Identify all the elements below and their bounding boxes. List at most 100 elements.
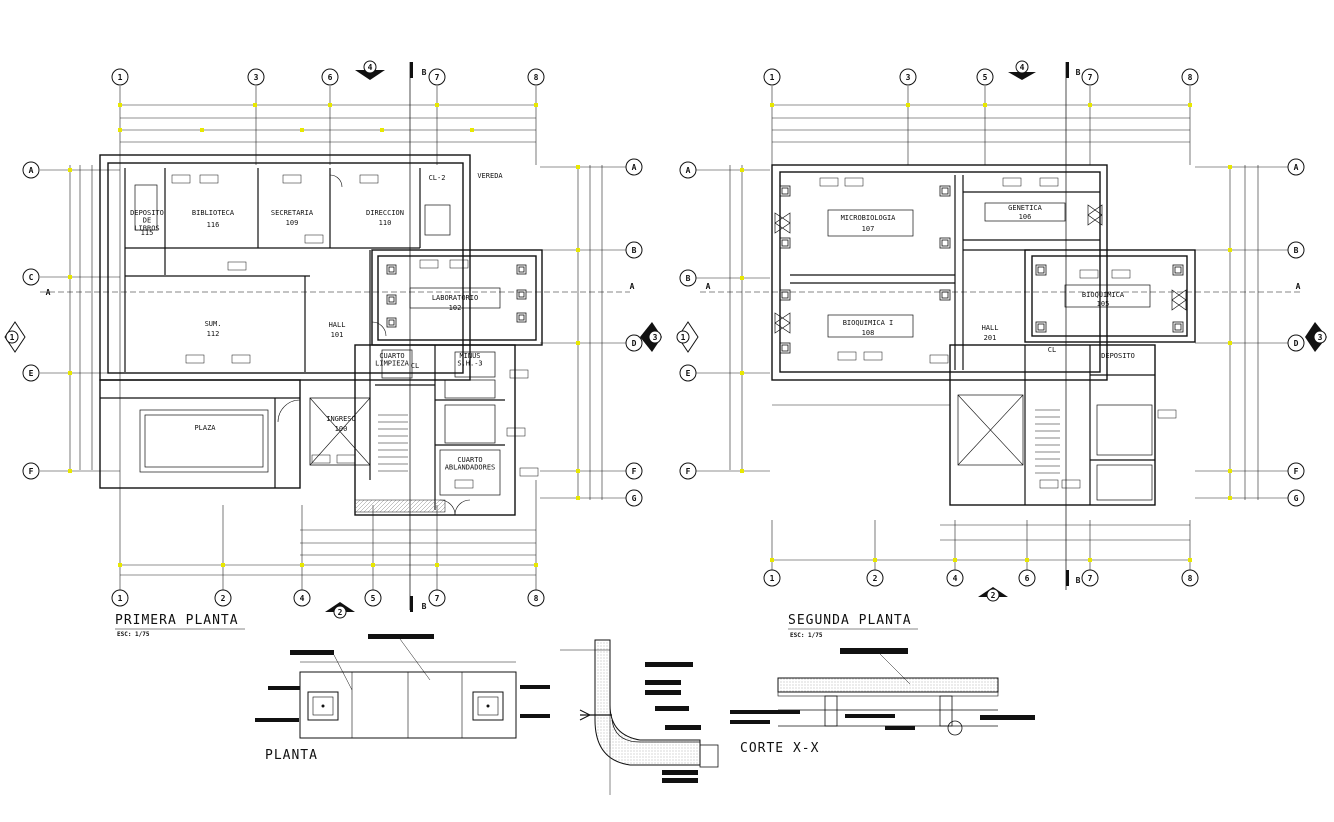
axis-label: 2 <box>221 594 226 603</box>
section-label: 1 <box>10 333 15 342</box>
plan-titles: PRIMERA PLANTA ESC: 1/75 SEGUNDA PLANTA … <box>115 613 918 639</box>
axis-label: 8 <box>1188 574 1193 583</box>
room-label: CL-2 <box>429 174 446 182</box>
room-number: 100 <box>335 425 348 433</box>
room-label: SECRETARIA <box>271 209 314 217</box>
axis-label: 3 <box>906 73 911 82</box>
axis-label: 3 <box>254 73 259 82</box>
detail-corte: CORTE X-X <box>730 648 1035 756</box>
axis-label: E <box>29 369 34 378</box>
axis-label: B <box>632 246 637 255</box>
corte-label: CORTE X-X <box>740 741 819 756</box>
second-floor-title: SEGUNDA PLANTA <box>788 613 912 628</box>
first-floor-scale: ESC: 1/75 <box>117 631 150 638</box>
section-label: 4 <box>368 63 373 72</box>
room-label: HALL <box>982 324 999 332</box>
axis-label: A <box>632 163 637 172</box>
axis-label: C <box>29 273 34 282</box>
room-number: 109 <box>286 219 299 227</box>
axis-label: 5 <box>371 594 376 603</box>
axis-label: 7 <box>1088 574 1093 583</box>
section-label: B <box>1076 576 1081 585</box>
axis-label: G <box>1294 494 1299 503</box>
axis-label: A <box>1294 163 1299 172</box>
axis-label: 1 <box>770 73 775 82</box>
axis-label: D <box>1294 339 1299 348</box>
room-label: INGRESO <box>326 415 356 423</box>
section-label: A <box>46 288 51 297</box>
first-floor-plan <box>40 62 630 610</box>
section-label: B <box>1076 68 1081 77</box>
axis-label: 1 <box>770 574 775 583</box>
axis-label: 7 <box>435 73 440 82</box>
section-label: 3 <box>653 333 658 342</box>
axis-label: A <box>686 166 691 175</box>
room-label: CL <box>411 362 419 370</box>
room-number: 101 <box>331 331 344 339</box>
room-label: HALL <box>329 321 346 329</box>
room-label: BIBLIOTECA <box>192 209 235 217</box>
section-label: 2 <box>991 591 996 600</box>
detail-wall-section <box>560 639 719 795</box>
room-number: 115 <box>141 229 154 237</box>
axis-label: 8 <box>534 594 539 603</box>
section-label: 3 <box>1318 333 1323 342</box>
section-label: A <box>1296 282 1301 291</box>
first-floor-title: PRIMERA PLANTA <box>115 613 239 628</box>
axis-label: 6 <box>1025 574 1030 583</box>
axis-label: B <box>686 274 691 283</box>
axis-label: 6 <box>328 73 333 82</box>
axis-label: 2 <box>873 574 878 583</box>
room-label: BIOQUIMICA <box>1082 291 1125 299</box>
room-label: GENETICA <box>1008 204 1043 212</box>
section-label: A <box>706 282 711 291</box>
axis-label: A <box>29 166 34 175</box>
section-marker-icon <box>355 70 385 80</box>
room-label: PLAZA <box>194 424 216 432</box>
room-label: VEREDA <box>477 172 503 180</box>
room-label: DEPOSITO <box>1101 352 1135 360</box>
second-floor-axis-bubbles: 1 3 5 7 8 1 2 4 6 7 8 A B E F A B D F G <box>676 60 1327 602</box>
axis-label: F <box>1294 467 1299 476</box>
axis-label: 7 <box>1088 73 1093 82</box>
section-marker-icon <box>1008 72 1036 80</box>
first-floor-axis-bubbles: 1 3 6 7 8 1 2 4 5 7 8 A C E F A B D F G <box>4 60 662 619</box>
axis-label: 1 <box>118 73 123 82</box>
room-label: BIOQUIMICA I <box>843 319 894 327</box>
room-number: 105 <box>1097 300 1110 308</box>
room-number: 112 <box>207 330 220 338</box>
axis-label: E <box>686 369 691 378</box>
room-number: 107 <box>862 225 875 233</box>
axis-label: 8 <box>534 73 539 82</box>
room-number: 110 <box>379 219 392 227</box>
axis-label: 4 <box>300 594 305 603</box>
axis-label: F <box>632 467 637 476</box>
planta-label: PLANTA <box>265 748 318 763</box>
section-label: 2 <box>338 608 343 617</box>
axis-label: F <box>686 467 691 476</box>
axis-label: B <box>1294 246 1299 255</box>
section-label: 1 <box>681 333 686 342</box>
second-floor-scale: ESC: 1/75 <box>790 632 823 639</box>
room-label: MICROBIOLOGIA <box>841 214 897 222</box>
second-floor-plan <box>695 62 1300 590</box>
room-label: DIRECCION <box>366 209 404 217</box>
room-number: 106 <box>1019 213 1032 221</box>
axis-label: F <box>29 467 34 476</box>
section-label: 4 <box>1020 63 1025 72</box>
room-number: 201 <box>984 334 997 342</box>
axis-label: D <box>632 339 637 348</box>
section-label: A <box>630 282 635 291</box>
detail-planta: PLANTA <box>255 634 550 763</box>
second-floor-room-labels: MICROBIOLOGIA 107 GENETICA 106 BIOQUIMIC… <box>841 204 1135 360</box>
axis-label: 5 <box>983 73 988 82</box>
room-number: 116 <box>207 221 220 229</box>
axis-label: 8 <box>1188 73 1193 82</box>
room-number: 102 <box>449 304 462 312</box>
section-label: B <box>422 68 427 77</box>
